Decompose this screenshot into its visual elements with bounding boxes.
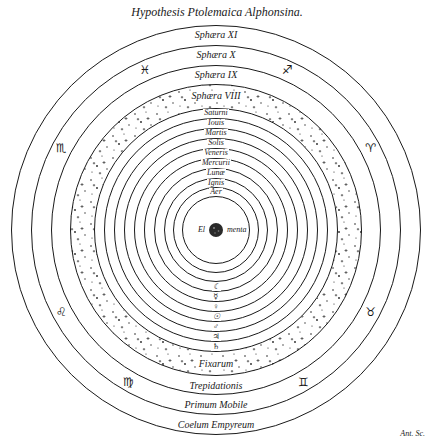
zodiac-sign: ♏ [55, 142, 68, 154]
zodiac-sign: ♉ [364, 306, 377, 318]
ring-label: Iouis [207, 119, 225, 127]
sphere-ring: ElmentaAerIgnisLunæ☾Mercurii☿Veneris♀Sol… [70, 84, 362, 376]
sphere-ring: El menta Aer [173, 187, 259, 273]
ring-label: ☾ [212, 283, 221, 291]
sphere-ring: ElmentaAerIgnisLunæ☾Mercurii☿Veneris♀Sol… [94, 108, 338, 352]
sphere-ring: ElmentaAerIgnisLunæ☾Mercurii☿Veneris♀Sol… [124, 138, 308, 322]
ring-label: Aer [209, 188, 223, 196]
ring-label: Veneris [203, 149, 229, 157]
ring-label: Sphæra XI [194, 30, 239, 40]
sphere-ring: El menta [182, 196, 250, 264]
sphere-ring: ElmentaAerIgnisLunæ☾Mercurii☿Veneris♀Sol… [31, 45, 401, 415]
zodiac-sign: ♌ [55, 306, 68, 318]
ring-label: menta [226, 226, 248, 234]
ring-label: ♂ [212, 323, 220, 331]
sphere-ring: ElmentaAerIgnisLunæ☾Mercurii☿Veneris♀Sol… [114, 128, 318, 332]
diagram-title: Hypothesis Ptolemaica Alphonsina. [0, 6, 432, 18]
earth-globe [209, 223, 223, 237]
ring-label: Martis [204, 129, 227, 137]
engraver-signature: Ant. Sc. [399, 430, 426, 438]
ring-label: ♀ [212, 303, 220, 311]
ring-label: Coelum Empyreum [177, 420, 256, 430]
zodiac-sign: ♐ [281, 64, 294, 76]
sphere-ring: El menta AerIgnis [164, 178, 268, 282]
ring-label: Primum Mobile [183, 400, 248, 410]
ring-label: Sphæra IX [194, 70, 239, 80]
ring-label: El [197, 226, 206, 234]
sphere-ring: El menta AerIgnis Lunæ ☾ [154, 168, 278, 292]
ring-label: Sphæra VIII [190, 91, 241, 101]
sphere-ring: ElmentaAerIgnisLunæ☾Mercurii☿ [144, 158, 288, 302]
ring-label: ☿ [213, 293, 220, 301]
zodiac-sign: ♈ [364, 142, 377, 154]
ring-label: ♃ [211, 333, 220, 341]
zodiac-sign: ♊ [297, 376, 310, 388]
zodiac-sign: ♍ [122, 376, 135, 388]
zodiac-sign: ♓ [138, 64, 151, 76]
ring-label: Mercurii [201, 159, 231, 167]
ring-label: Sphæra X [195, 50, 236, 60]
sphere-ring: ElmentaAerIgnisLunæ☾Mercurii☿Veneris♀Sol… [104, 118, 328, 342]
ring-label: Ignis [207, 179, 225, 187]
ring-label: Lunæ [206, 169, 226, 177]
ring-label: Saturni [203, 109, 229, 117]
sphere-ring: ElmentaAerIgnisLunæ☾Mercurii☿Veneris♀ [134, 148, 298, 312]
sphere-ring: ElmentaAerIgnisLunæ☾Mercurii☿Veneris♀Sol… [51, 65, 381, 395]
sphere-ring: ElmentaAerIgnisLunæ☾Mercurii☿Veneris♀Sol… [11, 25, 421, 435]
ring-label: ♄ [211, 343, 220, 351]
ring-label: ☉ [212, 313, 221, 321]
ring-label: Trepidationis [189, 381, 244, 391]
ring-label: Solis [207, 139, 225, 147]
ring-label: Fixarum [198, 359, 234, 369]
